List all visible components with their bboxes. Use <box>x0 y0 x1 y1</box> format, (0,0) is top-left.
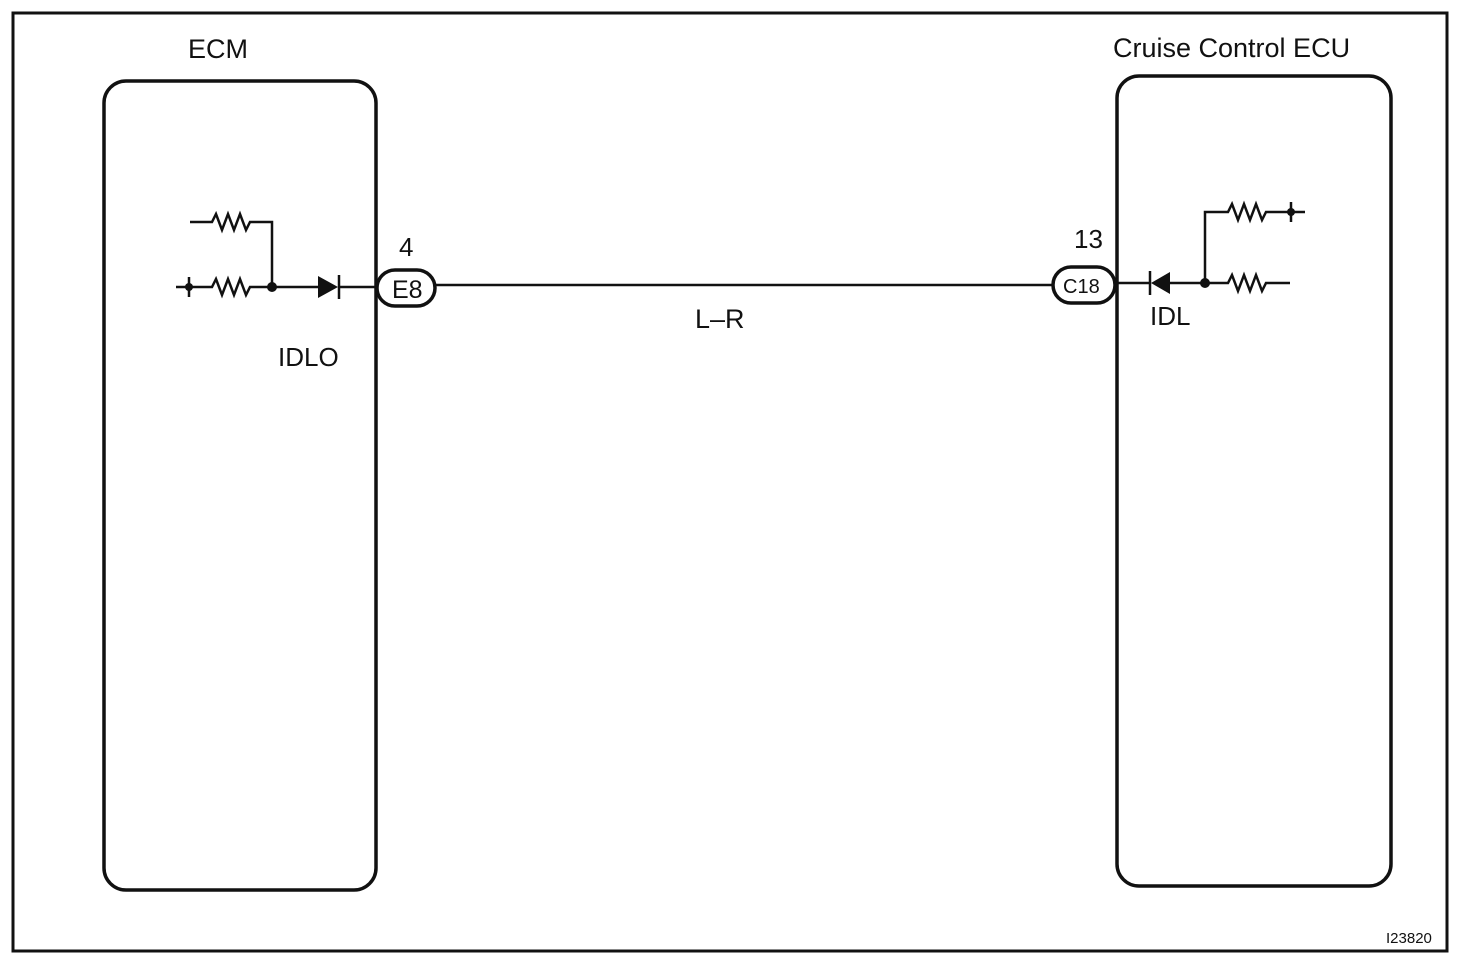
cruise-lower-resistor <box>1205 271 1290 295</box>
cruise-terminal-dot <box>1287 208 1295 216</box>
cruise-ecu-title: Cruise Control ECU <box>1113 33 1350 63</box>
wire-color-label: L–R <box>695 304 745 334</box>
connector-c18-label: C18 <box>1063 276 1100 298</box>
connector-c18-shape <box>1051 265 1117 305</box>
ecm-title: ECM <box>188 34 248 64</box>
ecm-upper-resistor <box>190 210 274 287</box>
connector-e8-shape <box>375 268 437 308</box>
ecm-block: ECM IDLO <box>102 34 378 892</box>
ecm-box <box>102 79 378 892</box>
outer-frame <box>11 11 1449 953</box>
ecm-diode-icon <box>318 276 338 298</box>
connector-e8-label: E8 <box>392 276 423 304</box>
ecm-lower-resistor <box>176 275 318 299</box>
cruise-ecu-block: Cruise Control ECU IDL <box>1113 33 1393 888</box>
ecm-terminal-dot <box>185 283 193 291</box>
connector-e8-pin: 4 <box>399 232 413 262</box>
cruise-diode-icon <box>1151 272 1170 294</box>
connector-c18-pin: 13 <box>1074 224 1103 254</box>
connector-e8: E8 4 <box>375 232 437 308</box>
cruise-ecu-internal-circuit <box>1115 200 1305 295</box>
ecm-internal-circuit <box>176 210 378 299</box>
ecm-signal-label: IDLO <box>278 342 339 372</box>
cruise-ecu-box <box>1115 74 1393 888</box>
connector-c18: C18 13 <box>1051 224 1117 305</box>
cruise-signal-label: IDL <box>1150 301 1190 331</box>
figure-code: I23820 <box>1386 930 1432 947</box>
cruise-upper-resistor <box>1203 200 1305 283</box>
ecm-junction-dot <box>267 282 277 292</box>
